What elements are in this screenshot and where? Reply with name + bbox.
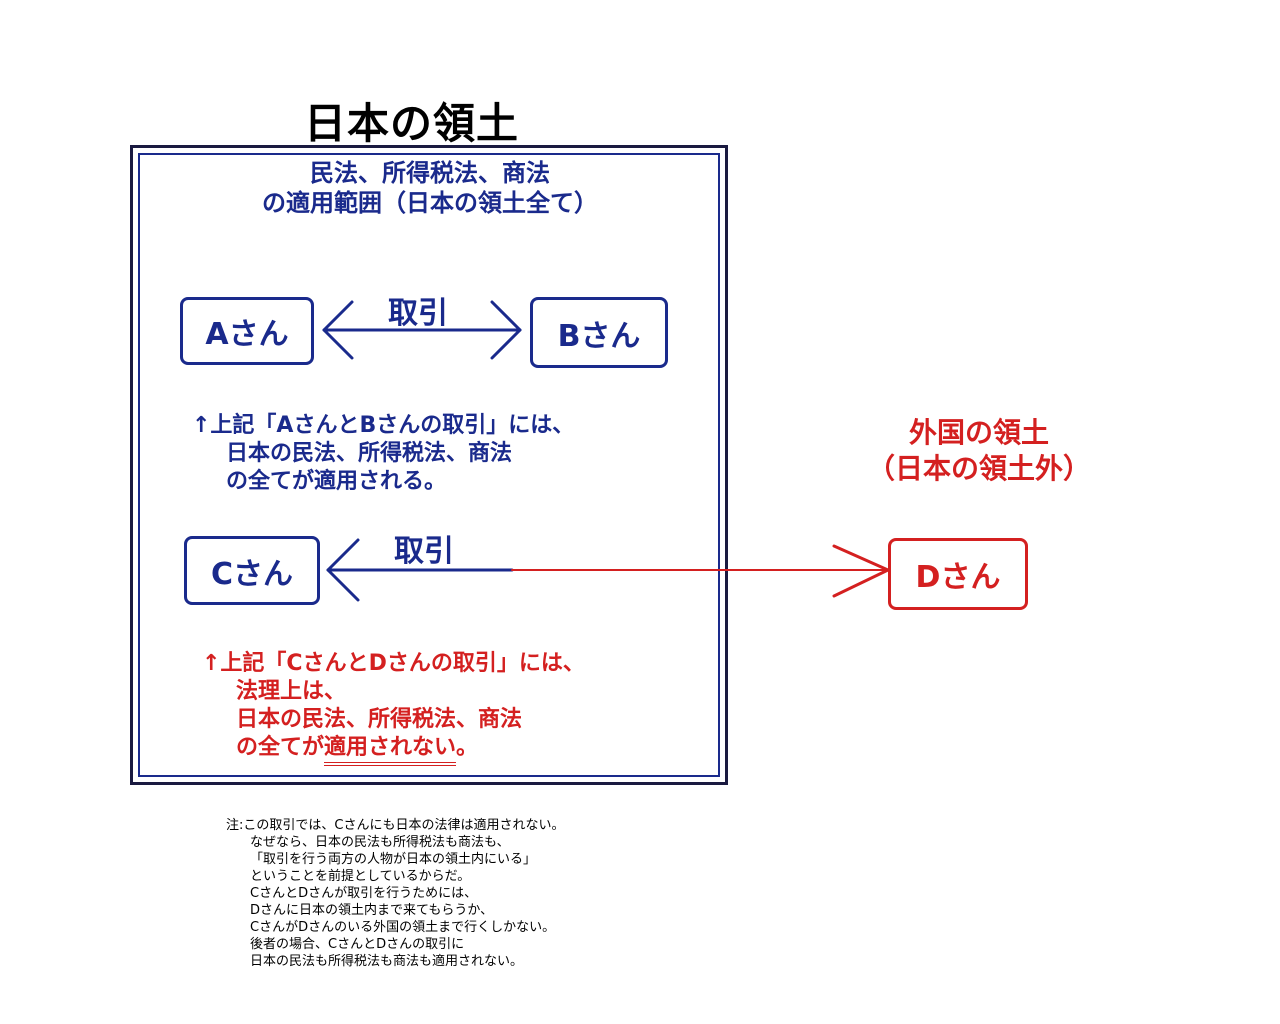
note-cd-transaction: ↑上記「CさんとDさんの取引」には、 法理上は、 日本の民法、所得税法、商法 の… — [202, 650, 585, 766]
cd-arrow-head-left — [326, 538, 360, 602]
person-c-label: Cさん — [210, 556, 294, 592]
foreign-line-1: 外国の領土 — [908, 416, 1049, 449]
foreign-territory-caption: 外国の領土 （日本の領土外） — [848, 415, 1110, 487]
footnote: 注:この取引では、Cさんにも日本の法律は適用されない。 なぜなら、日本の民法も所… — [226, 817, 564, 970]
note-cd-line-4: の全てが適用されない。 — [202, 734, 479, 766]
person-a-label: Aさん — [205, 317, 289, 352]
ab-arrow-head-left — [322, 300, 354, 360]
note-cd-line-2: 法理上は、 — [236, 679, 347, 704]
ab-double-arrow — [322, 300, 522, 360]
footnote-line: CさんとDさんが取引を行うためには、 — [250, 886, 478, 901]
law-scope-caption: 民法、所得税法、商法 の適用範囲（日本の領土全て） — [220, 158, 640, 218]
person-d-box: Dさん — [888, 538, 1028, 610]
footnote-line: 「取引を行う両方の人物が日本の領土内にいる」 — [250, 852, 537, 867]
footnote-line: ということを前提としているからだ。 — [250, 869, 471, 884]
footnote-line: なぜなら、日本の民法も所得税法も商法も、 — [250, 835, 510, 850]
person-d-label: Dさん — [915, 560, 1001, 595]
note-cd-line-3: 日本の民法、所得税法、商法 — [236, 707, 523, 732]
trade-label-cd: 取引 — [394, 534, 454, 569]
note-cd-emphasis: 適用されない — [324, 735, 457, 766]
law-scope-line-2: の適用範囲（日本の領土全て） — [262, 189, 598, 217]
person-b-box: Bさん — [530, 297, 668, 368]
person-c-box: Cさん — [184, 536, 320, 605]
ab-arrow-head-right — [490, 300, 522, 360]
japan-territory-frame — [130, 145, 728, 785]
footnote-line: 注:この取引では、Cさんにも日本の法律は適用されない。 — [226, 818, 565, 833]
footnote-line: 後者の場合、CさんとDさんの取引に — [250, 937, 465, 952]
note-ab-line-1: ↑上記「AさんとBさんの取引」には、 — [192, 413, 575, 438]
note-ab-line-3: の全てが適用される。 — [226, 469, 447, 494]
trade-label-ab: 取引 — [388, 296, 448, 331]
note-ab-line-2: 日本の民法、所得税法、商法 — [226, 441, 513, 466]
note-cd-line-1: ↑上記「CさんとDさんの取引」には、 — [202, 651, 585, 676]
footnote-line: CさんがDさんのいる外国の領土まで行くしかない。 — [250, 920, 556, 935]
page-title: 日本の領土 — [304, 99, 520, 148]
person-b-label: Bさん — [557, 318, 641, 354]
footnote-line: 日本の民法も所得税法も商法も適用されない。 — [250, 954, 524, 969]
footnote-line: Dさんに日本の領土内まで来てもらうか、 — [250, 903, 494, 918]
person-a-box: Aさん — [180, 297, 314, 365]
note-cd-line-4-suffix: 。 — [456, 735, 479, 760]
foreign-line-2: （日本の領土外） — [866, 452, 1091, 485]
law-scope-line-1: 民法、所得税法、商法 — [310, 159, 550, 187]
note-ab-transaction: ↑上記「AさんとBさんの取引」には、 日本の民法、所得税法、商法 の全てが適用さ… — [192, 412, 574, 496]
japan-territory-inner-frame — [138, 153, 720, 777]
note-cd-line-4-prefix: の全てが — [236, 735, 325, 760]
